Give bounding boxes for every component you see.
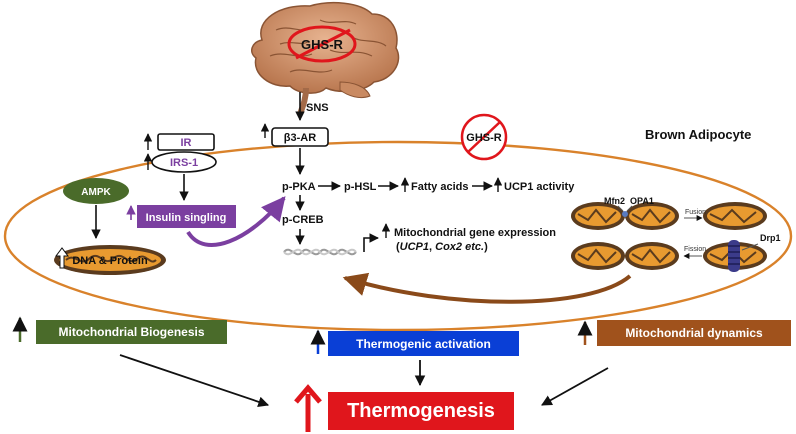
ir-box bbox=[157, 133, 215, 151]
cell-ghsr-strike bbox=[467, 121, 501, 153]
mitochondrion-3 bbox=[571, 242, 625, 270]
brown-adipocyte-cell bbox=[3, 140, 793, 332]
fusion-label: Fusion bbox=[685, 209, 706, 216]
opa1-pointer bbox=[626, 205, 633, 212]
b3ar-box bbox=[271, 127, 329, 147]
cell-ghsr-label: GHS-R bbox=[466, 132, 502, 144]
insulin-to-pka-arrow bbox=[186, 196, 286, 247]
mfn2-label: Mfn2 bbox=[604, 196, 625, 206]
insulin-signaling-label: Insulin singling bbox=[146, 212, 227, 224]
irs1-label: IRS-1 bbox=[170, 157, 198, 169]
dna-protein-up-arrow bbox=[55, 247, 69, 269]
drp1-label: Drp1 bbox=[760, 233, 781, 243]
thermogenesis-box: Thermogenesis bbox=[328, 392, 514, 430]
brain-ghsr-strike bbox=[295, 28, 351, 60]
p-pka-label: p-PKA bbox=[282, 181, 316, 193]
cell-title: Brown Adipocyte bbox=[645, 127, 751, 142]
thermogenic-activation-box: Thermogenic activation bbox=[328, 331, 519, 356]
fatty-acids-label: Fatty acids bbox=[411, 181, 468, 193]
p-creb-label: p-CREB bbox=[282, 214, 324, 226]
mitochondrion-dividing bbox=[703, 240, 767, 272]
ucp1-activity-label: UCP1 activity bbox=[504, 181, 575, 193]
dynamics-box: Mitochondrial dynamics bbox=[597, 320, 791, 346]
sns-label: SNS bbox=[306, 102, 329, 114]
dna-strand bbox=[283, 248, 357, 256]
mito-gene-line2: (UCP1, Cox2 etc.) bbox=[396, 241, 488, 253]
gene-expression-arrow bbox=[363, 233, 379, 252]
dna-protein-label: DNA & Protein bbox=[72, 255, 148, 267]
mitochondrion-fused bbox=[703, 202, 767, 230]
dynamics-to-thermogenesis-arrow bbox=[541, 367, 609, 406]
dna-protein-mitochondrion bbox=[54, 245, 166, 275]
dynamics-feedback-arrow bbox=[342, 272, 632, 304]
fission-label: Fission bbox=[684, 246, 706, 253]
mitochondrion-4 bbox=[625, 242, 679, 270]
opa1-label: OPA1 bbox=[630, 196, 654, 206]
mitochondrion-1 bbox=[571, 202, 625, 230]
mito-gene-line1: Mitochondrial gene expression bbox=[394, 227, 556, 239]
irs1-ellipse bbox=[151, 151, 217, 173]
mitochondrion-2 bbox=[625, 202, 679, 230]
p-hsl-label: p-HSL bbox=[344, 181, 377, 193]
brain-ghsr-label: GHS-R bbox=[301, 37, 344, 52]
ampk-label: AMPK bbox=[81, 187, 111, 198]
brain-image bbox=[251, 1, 400, 115]
biogenesis-to-thermogenesis-arrow bbox=[119, 354, 270, 408]
brain-ghsr-circle bbox=[287, 25, 357, 63]
insulin-signaling-box bbox=[137, 205, 236, 228]
ir-label: IR bbox=[181, 137, 192, 149]
biogenesis-box: Mitochondrial Biogenesis bbox=[36, 320, 227, 344]
fusion-protein-dot bbox=[622, 211, 628, 217]
ampk-ellipse bbox=[63, 178, 129, 204]
thermogenesis-up-arrowhead bbox=[294, 384, 322, 404]
b3ar-label: β3-AR bbox=[284, 132, 316, 144]
mfn2-pointer bbox=[617, 205, 624, 212]
drp1-pointer bbox=[741, 243, 759, 251]
